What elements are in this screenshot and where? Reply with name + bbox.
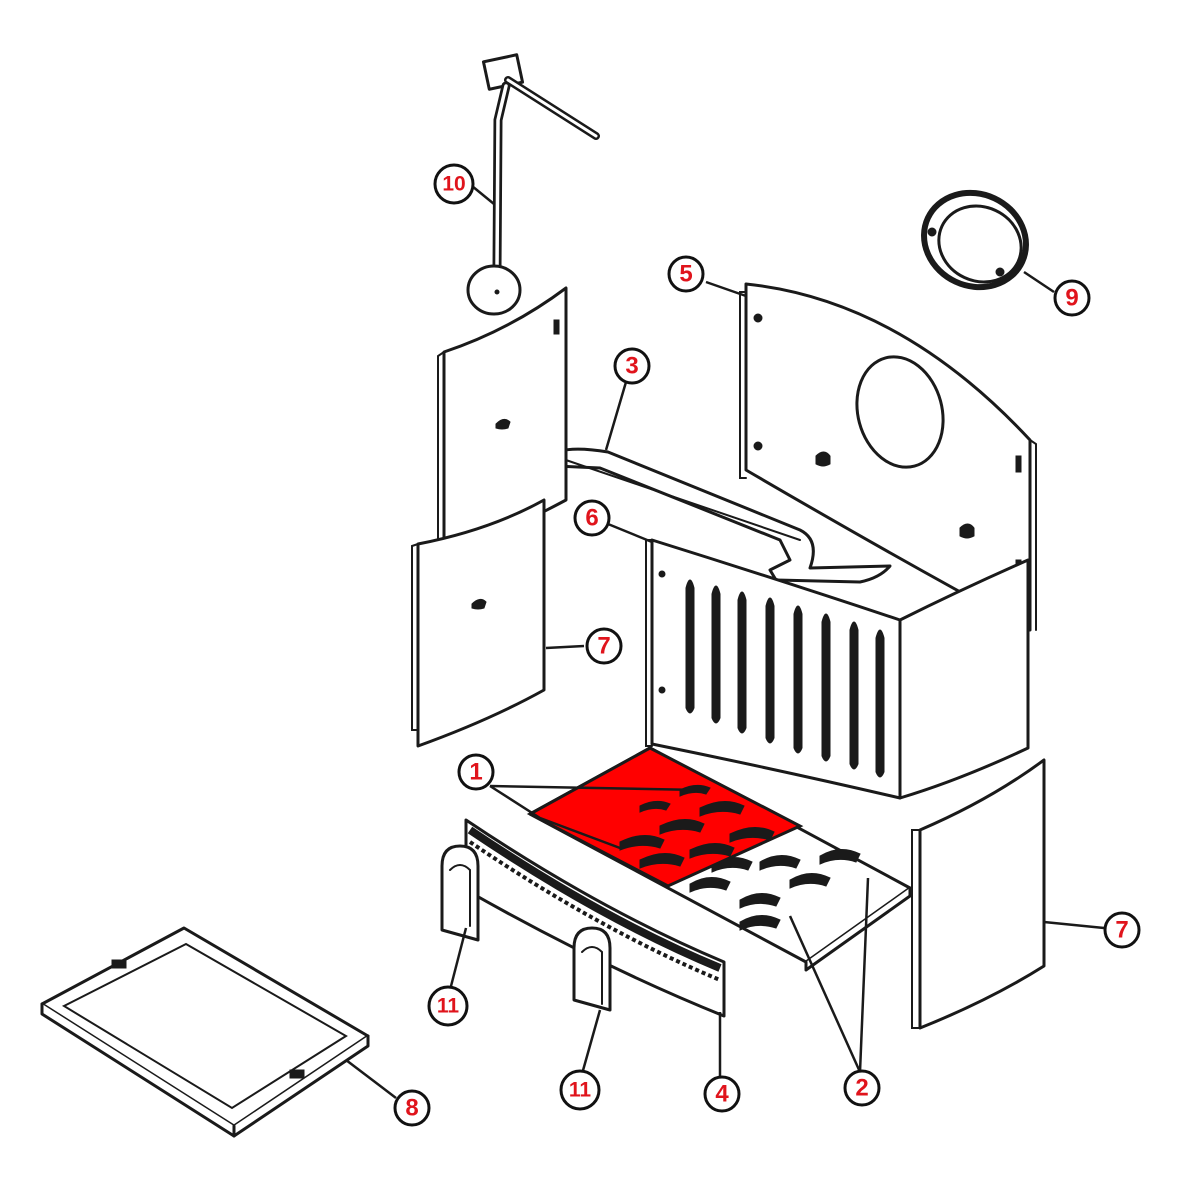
callout-label: 5 xyxy=(679,261,692,288)
rear-flutes xyxy=(685,579,885,778)
callout-label: 11 xyxy=(569,1079,592,1102)
part-6-rear-firebrick xyxy=(645,538,902,800)
left-side-panel-upper xyxy=(437,286,568,560)
part-8-ash-pan xyxy=(40,926,370,1138)
callout-label: 10 xyxy=(442,173,465,196)
callout-7-right: 7 xyxy=(1103,911,1141,949)
callout-label: 8 xyxy=(405,1095,418,1122)
callout-10: 10 xyxy=(433,163,475,205)
callout-9: 9 xyxy=(1053,279,1091,317)
callout-11-right: 11 xyxy=(559,1069,601,1111)
callout-label: 7 xyxy=(597,633,610,660)
callout-label: 6 xyxy=(585,505,598,532)
part-11-bracket-left xyxy=(440,844,480,942)
callout-label: 4 xyxy=(715,1081,729,1108)
callout-label: 7 xyxy=(1115,917,1128,944)
right-side-panel-upper xyxy=(898,558,1030,800)
part-4-front-fence xyxy=(464,818,726,1018)
callout-label: 1 xyxy=(469,759,482,786)
part-9-flue-ring xyxy=(921,189,1029,291)
callout-label: 9 xyxy=(1065,285,1078,312)
part-5-back-panel xyxy=(739,282,1037,632)
part-1-grate-plate-highlighted xyxy=(526,746,804,888)
part-7-left-side-panel-lower xyxy=(411,498,546,748)
part-7-right-side-panel-lower xyxy=(911,758,1046,1030)
callout-4: 4 xyxy=(703,1075,741,1113)
callout-11-left: 11 xyxy=(427,985,469,1027)
callout-5: 5 xyxy=(667,255,705,293)
callout-label: 2 xyxy=(855,1075,868,1102)
callout-8: 8 xyxy=(393,1089,431,1127)
callout-label: 11 xyxy=(437,995,460,1018)
callout-1: 1 xyxy=(457,753,495,791)
callout-label: 3 xyxy=(625,353,638,380)
callout-7-left: 7 xyxy=(585,627,623,665)
part-11-bracket-right xyxy=(572,926,612,1012)
leader-lines xyxy=(345,185,1105,1099)
part-10-damper-lever xyxy=(466,53,600,316)
callout-6: 6 xyxy=(573,499,611,537)
part-3-baffle-plate xyxy=(546,447,892,584)
callout-3: 3 xyxy=(613,347,651,385)
callout-2: 2 xyxy=(843,1069,881,1107)
